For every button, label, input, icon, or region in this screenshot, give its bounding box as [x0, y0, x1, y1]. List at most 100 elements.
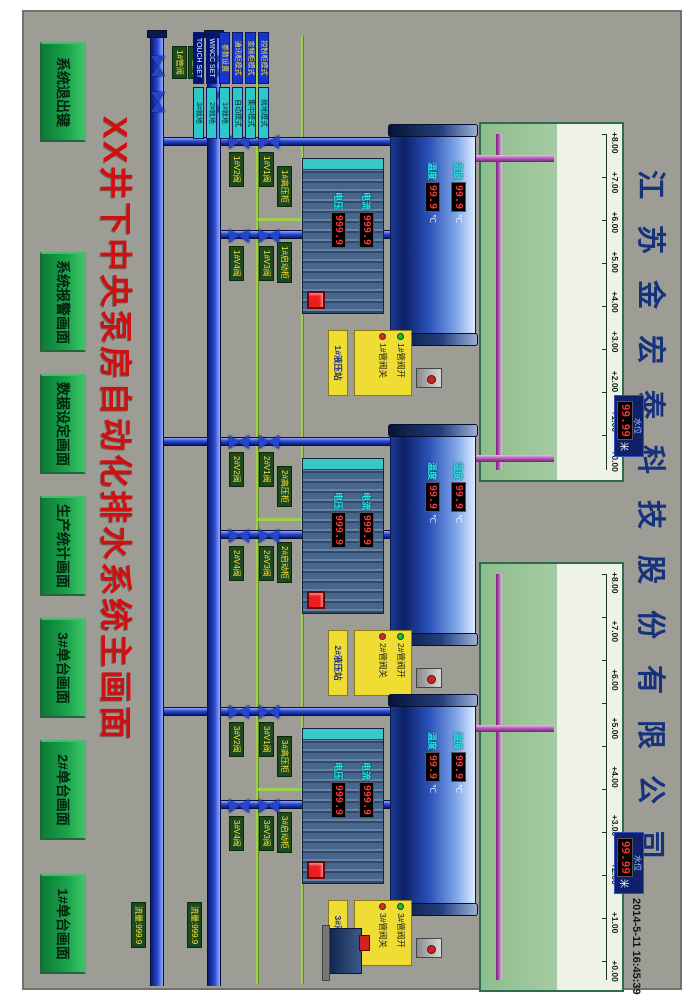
- temperature-display: 温度 99.9 ℃: [425, 162, 440, 223]
- current-value: 999.9: [359, 212, 374, 249]
- valve-icon[interactable]: [229, 435, 249, 449]
- mode-button[interactable]: 自动模式: [232, 87, 243, 139]
- voltage-label: 电压: [333, 762, 343, 781]
- valve-status-panel: 2#管阀开 2#管阀关: [354, 630, 412, 696]
- hydraulic-text: 2#液压站: [333, 645, 343, 681]
- level-value: 99.99: [617, 837, 633, 878]
- valve-icon[interactable]: [259, 435, 279, 449]
- level-unit: 米: [619, 442, 630, 452]
- menu-button-pump3[interactable]: 3#单台画面: [40, 618, 86, 718]
- mode-button[interactable]: 就地模式: [258, 87, 269, 139]
- close-indicator: [379, 333, 387, 340]
- temp-label: 温度: [427, 162, 437, 181]
- valve-icon[interactable]: [229, 705, 249, 719]
- current-label: 电流: [361, 192, 371, 211]
- valve-icon[interactable]: [229, 229, 249, 243]
- temp-label: 温度: [453, 732, 463, 751]
- mode-button[interactable]: 参数设置: [219, 32, 230, 84]
- main-discharge-pipe-2: [207, 36, 221, 986]
- control-connection: [258, 518, 302, 521]
- valve-open-label: 2#管阀开: [396, 643, 406, 678]
- valve-tag: 2#V2阀: [229, 452, 244, 487]
- menu-button-exit[interactable]: 系统退出键: [40, 42, 86, 142]
- mode-button[interactable]: 控制柜模式: [258, 32, 269, 84]
- valve-tag: 2#V3阀: [259, 546, 274, 581]
- valve-icon[interactable]: [259, 229, 279, 243]
- mode-button[interactable]: 集中模式: [245, 87, 256, 139]
- sump1-level-readout: 水位 99.99 米: [614, 395, 644, 457]
- open-indicator: [397, 633, 405, 640]
- mode-button[interactable]: WINCC SET: [206, 32, 217, 84]
- company-name: 江苏金宏泰科技股份有限公司: [634, 170, 666, 886]
- coupling-band: [303, 159, 383, 170]
- temp-label: 温度: [427, 732, 437, 751]
- valve-tag: 1#V2阀: [229, 152, 244, 187]
- temp-unit: ℃: [454, 214, 463, 224]
- voltage-display: 电压 999.9: [331, 492, 346, 549]
- temperature-display: 温度 99.9 ℃: [451, 162, 466, 223]
- valve-tag: 2#V4阀: [229, 546, 244, 581]
- valve-tag: 3#V4阀: [229, 816, 244, 851]
- menu-button-pump1[interactable]: 1#单台画面: [40, 874, 86, 974]
- valve-icon[interactable]: [259, 799, 279, 813]
- valve-tag: 2#V1阀: [259, 452, 274, 487]
- hydraulic-station-label: 2#液压站: [328, 630, 348, 696]
- mode-button[interactable]: 2#就地: [206, 87, 217, 139]
- current-label: 电流: [361, 492, 371, 511]
- valve-icon[interactable]: [259, 529, 279, 543]
- flow-readout: 流量:999.9: [187, 902, 202, 949]
- temperature-display: 温度 99.9 ℃: [451, 732, 466, 793]
- hydraulic-unit-icon: [416, 668, 442, 688]
- datetime: 2014-5-11 16:45:39: [630, 898, 642, 995]
- hydraulic-unit-icon: [416, 938, 442, 958]
- hydraulic-text: 1#液压站: [333, 345, 343, 381]
- menu-button-alarm[interactable]: 系统报警画面: [40, 252, 86, 352]
- valve-icon[interactable]: [229, 799, 249, 813]
- valve-icon[interactable]: [259, 705, 279, 719]
- suction-pipe: [470, 725, 554, 732]
- valve-tag: 1#V4阀: [229, 246, 244, 281]
- valve-close-label: 3#管阀关: [378, 913, 388, 948]
- valve-close-label: 1#管阀关: [378, 343, 388, 378]
- main-discharge-pipe-1: [150, 36, 164, 986]
- valve-tag: 1#V1阀: [259, 152, 274, 187]
- valve-status-panel: 3#管阀开 3#管阀关: [354, 900, 412, 966]
- pump-end-cap: [388, 124, 478, 137]
- voltage-value: 999.9: [331, 782, 346, 819]
- menu-button-pump2[interactable]: 2#单台画面: [40, 740, 86, 840]
- temperature-display: 温度 99.9 ℃: [451, 462, 466, 523]
- pump-body[interactable]: [390, 696, 476, 914]
- valve-icon[interactable]: [229, 529, 249, 543]
- mode-button[interactable]: 变频柜模式: [245, 32, 256, 84]
- control-connection: [258, 218, 302, 221]
- menu-button-data-set[interactable]: 数据设定画面: [40, 374, 86, 474]
- temp-label: 温度: [427, 462, 437, 481]
- menu-button-statistics[interactable]: 生产统计画面: [40, 496, 86, 596]
- pump-body[interactable]: [390, 126, 476, 344]
- valve-icon[interactable]: [151, 56, 165, 76]
- mode-button[interactable]: TOUCH SET: [193, 32, 204, 84]
- level-label: 水位: [633, 855, 642, 871]
- valve-icon[interactable]: [151, 92, 165, 112]
- close-indicator: [379, 633, 387, 640]
- sump2-level-readout: 水位 99.99 米: [614, 832, 644, 894]
- temp-unit: ℃: [454, 514, 463, 524]
- valve-open-label: 1#管阀开: [396, 343, 406, 378]
- temp-label: 温度: [453, 162, 463, 181]
- pump-body[interactable]: [390, 426, 476, 644]
- current-value: 999.9: [359, 512, 374, 549]
- mode-button[interactable]: 通讯柜模式: [232, 32, 243, 84]
- mode-button[interactable]: 1#就地: [219, 87, 230, 139]
- hydraulic-station-label: 1#液压站: [328, 330, 348, 396]
- current-display: 电流 999.9: [359, 762, 374, 819]
- suction-pipe: [470, 155, 554, 162]
- current-label: 电流: [361, 762, 371, 781]
- temp-unit: ℃: [428, 514, 437, 524]
- main-valve-tag: 1#管阀: [172, 46, 187, 79]
- voltage-display: 电压 999.9: [331, 192, 346, 249]
- mode-button[interactable]: 3#就地: [193, 87, 204, 139]
- pump-unit-2: 温度 99.9 ℃ 温度 99.9 ℃ 电流 999.9 电压 999.9: [120, 422, 680, 712]
- coupling-band: [303, 459, 383, 470]
